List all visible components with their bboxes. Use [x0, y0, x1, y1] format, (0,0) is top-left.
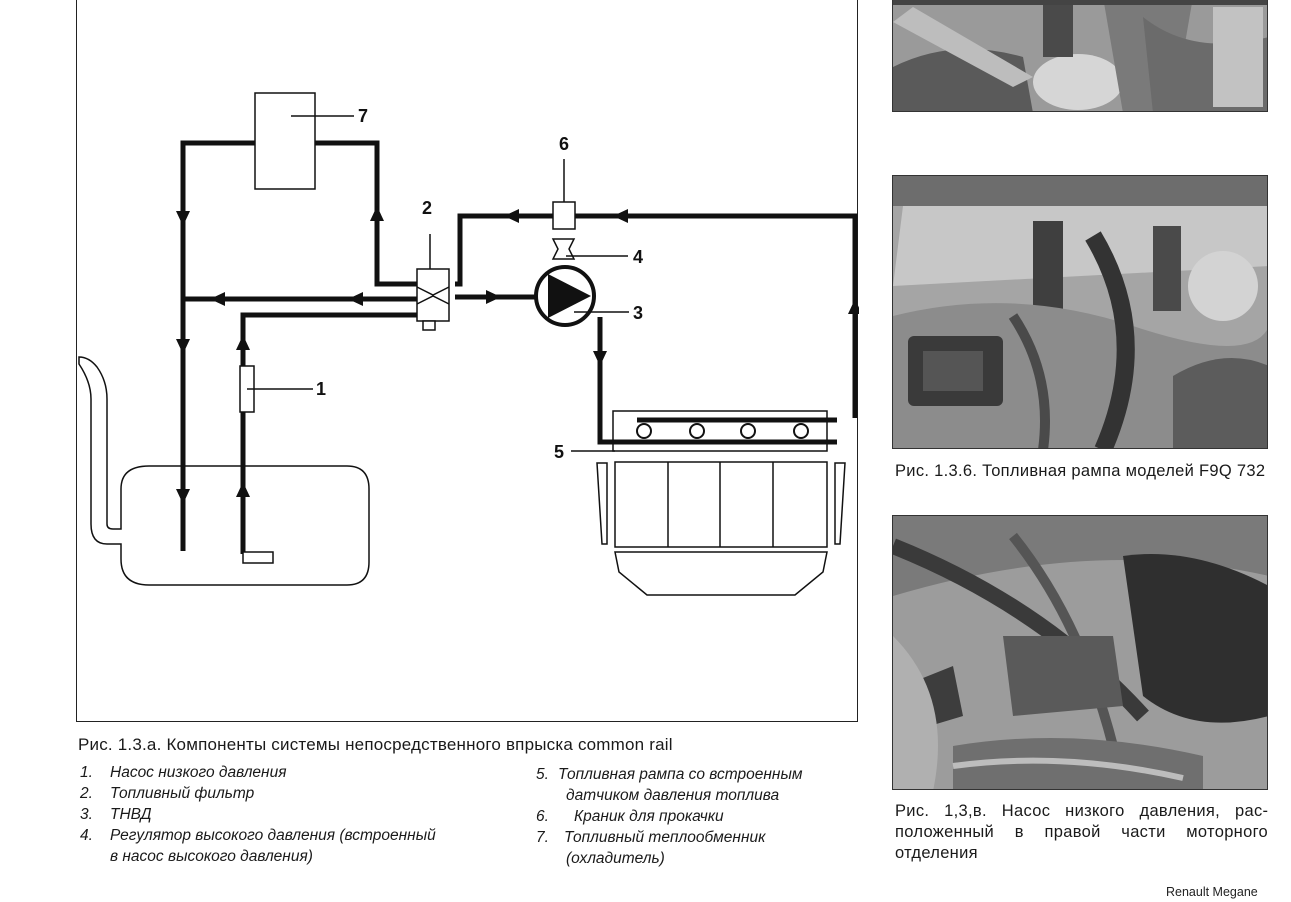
legend-number: 4.	[80, 827, 93, 844]
fuel-rail-outline	[612, 410, 828, 452]
low-pressure-pump-photo	[892, 515, 1268, 790]
bleed-valve	[552, 201, 576, 230]
legend-right: 5. Топливная рампа со встроенным датчико…	[536, 764, 866, 869]
legend-item: 3. ТНВД	[80, 804, 520, 825]
pressure-regulator	[551, 238, 576, 260]
legend-number: 7.	[536, 829, 549, 846]
legend-text: Насос низкого давления	[110, 764, 287, 781]
supply-line	[240, 312, 421, 554]
footer-brand: Renault Megane	[1166, 885, 1258, 899]
engine-side-right	[834, 462, 846, 545]
fuel-tank	[78, 356, 370, 586]
legend-text: Топливный теплообменник	[564, 829, 766, 846]
legend-item-continuation: (охладитель)	[536, 848, 866, 869]
legend-item: 2. Топливный фильтр	[80, 783, 520, 804]
legend-item: 5. Топливная рампа со встроенным	[536, 764, 866, 785]
photo-caption-low-pressure-pump: Рис. 1,3,в. Насос низкого давления, рас­…	[895, 802, 1268, 862]
cooler-box	[254, 92, 316, 190]
engine-sump	[614, 551, 828, 596]
fuel-rail-photo	[892, 175, 1268, 449]
return-line-left	[180, 140, 255, 551]
label-7: 7	[358, 106, 368, 126]
engine-side-left	[596, 462, 608, 545]
engine-photo-top	[892, 0, 1268, 112]
legend-text: Регулятор высокого давления (встроенный	[110, 827, 436, 844]
label-6: 6	[559, 134, 569, 154]
legend-text-cont: (охладитель)	[566, 850, 665, 867]
label-5: 5	[554, 442, 564, 462]
legend-text: Топливный фильтр	[110, 785, 255, 802]
injector-2	[689, 423, 705, 439]
legend-text-cont: датчиком давления топлива	[566, 787, 780, 804]
photo-caption-fuel-rail: Рис. 1.3.6. Топливная рампа моделей F9Q …	[895, 462, 1266, 480]
legend-item-continuation: в насос высокого давления)	[80, 846, 520, 867]
diagram-svg: 7 1 2 6 4 3 5	[78, 92, 859, 596]
legend-text: Краник для прокачки	[574, 808, 724, 825]
legend-text: ТНВД	[110, 806, 152, 823]
legend-item: 7. Топливный теплообменник	[536, 827, 866, 848]
main-figure-caption: Рис. 1.3.а. Компоненты системы непосредс…	[78, 735, 673, 754]
label-3: 3	[633, 303, 643, 323]
injector-4	[793, 423, 809, 439]
pump-triangle	[548, 274, 591, 318]
legend-number: 1.	[80, 764, 93, 781]
legend-item: 6. Краник для прокачки	[536, 806, 866, 827]
injector-3	[740, 423, 756, 439]
legend-number: 5.	[536, 766, 549, 783]
pump-to-rail-line	[597, 317, 637, 445]
engine-block	[614, 461, 828, 548]
rail-return-line	[455, 213, 858, 418]
legend-item-continuation: датчиком давления топлива	[536, 785, 866, 806]
legend-number: 6.	[536, 808, 549, 825]
fuel-filter	[416, 268, 450, 331]
cooler-to-filter-line	[315, 140, 421, 287]
legend-number: 2.	[80, 785, 93, 802]
legend-left: 1. Насос низкого давления 2. Топливный ф…	[80, 762, 520, 867]
legend-item: 4. Регулятор высокого давления (встроенн…	[80, 825, 520, 846]
label-1: 1	[316, 379, 326, 399]
fuel-system-diagram: 7 1 2 6 4 3 5	[76, 0, 859, 722]
legend-text: Топливная рампа со встроенным	[558, 766, 803, 783]
legend-text-cont: в насос высокого давления)	[110, 848, 313, 865]
legend-item: 1. Насос низкого давления	[80, 762, 520, 783]
label-2: 2	[422, 198, 432, 218]
injector-1	[636, 423, 652, 439]
label-4: 4	[633, 247, 643, 267]
legend-number: 3.	[80, 806, 93, 823]
pickup-strainer	[242, 551, 274, 564]
